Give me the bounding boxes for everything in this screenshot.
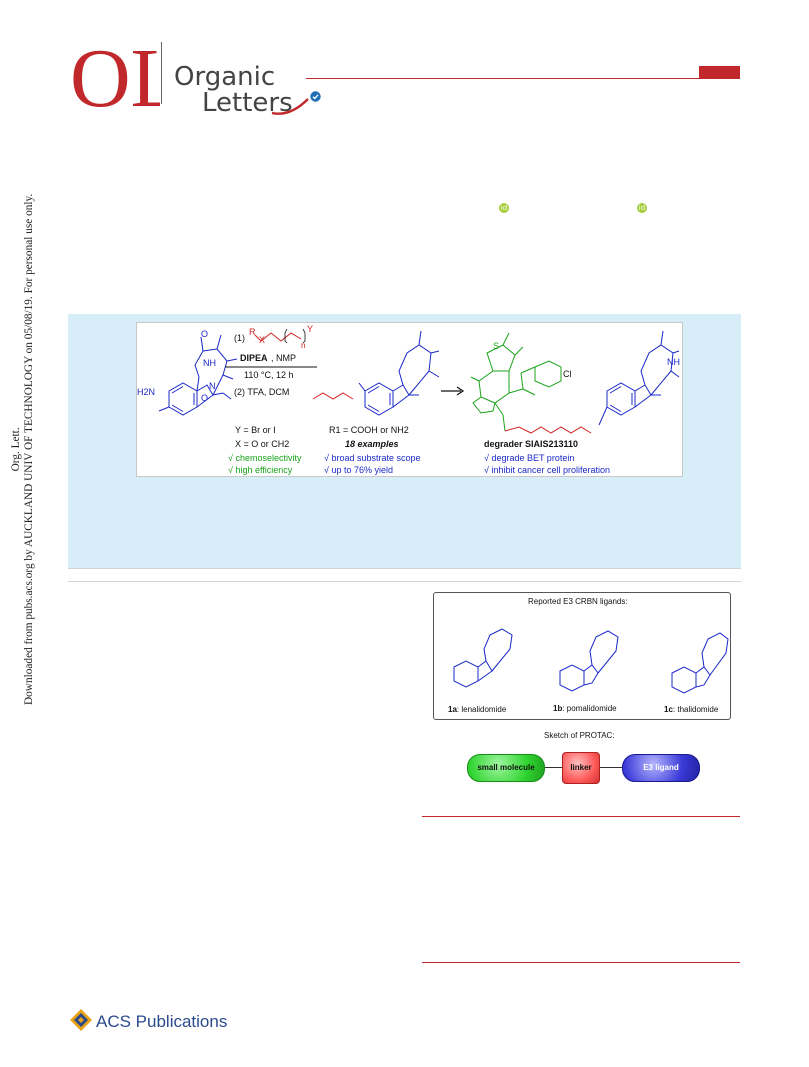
- reagent-y: Y: [307, 324, 314, 334]
- thiophene-s: S: [493, 341, 500, 351]
- svg-text:OL: OL: [70, 36, 160, 114]
- ligand-structures: [453, 628, 729, 694]
- step1-label: (1): [234, 333, 245, 343]
- x-condition: X = O or CH2: [235, 439, 290, 449]
- imide-nh-label: NH: [203, 358, 216, 368]
- graphical-abstract: (1) R X Y n DIPEA , NMP 110 °C, 12 h (2)…: [136, 322, 683, 477]
- r1-condition: R1 = COOH or NH2: [329, 425, 409, 435]
- o-label: O: [201, 393, 209, 403]
- y-condition: Y = Br or I: [235, 425, 276, 435]
- ligand-label-1a: 1a: lenalidomide: [448, 705, 507, 714]
- pill-e3-ligand: E3 ligand: [622, 754, 700, 782]
- section-rule: [422, 962, 740, 963]
- pill-small-molecule: small molecule: [467, 754, 545, 782]
- examples-count: 18 examples: [345, 439, 399, 449]
- dipea-label: DIPEA: [240, 353, 268, 363]
- header-red-block: [699, 66, 740, 78]
- pill-linker: linker: [562, 752, 600, 784]
- journal-logo-ol: OL: [70, 36, 160, 114]
- reagent-chain: [254, 328, 306, 343]
- ligand-label-1b: 1b: pomalidomide: [553, 704, 617, 713]
- check-badge-icon: [310, 91, 321, 102]
- download-line: Downloaded from pubs.acs.org by AUCKLAND…: [23, 193, 35, 705]
- journal-name-line1: Organic: [174, 62, 276, 92]
- right-bullet: √ degrade BET protein: [484, 453, 575, 463]
- chloro-label: Cl: [563, 369, 572, 379]
- logo-divider: [161, 42, 162, 104]
- carbonyl-o-label: O: [201, 329, 209, 339]
- reaction-scheme: [158, 330, 680, 434]
- right-bullet: √ inhibit cancer cell proliferation: [484, 465, 610, 475]
- acs-logo-icon: [70, 1009, 92, 1031]
- mid-bullet: √ up to 76% yield: [324, 465, 393, 475]
- figure-title: Reported E3 CRBN ligands:: [528, 597, 628, 606]
- amine-label: H2N: [137, 387, 156, 397]
- reagent-n: n: [301, 341, 306, 350]
- temperature-label: 110 °C, 12 h: [244, 370, 294, 380]
- left-bullet: √ chemoselectivity: [228, 453, 302, 463]
- figure-crbn-ligands: Reported E3 CRBN ligands: 1a: lenalidomi…: [433, 592, 731, 720]
- imide-nh-label: NH: [667, 357, 680, 367]
- header-rule: [306, 78, 740, 79]
- reagent-r: R: [249, 327, 256, 337]
- ligand-label-1c: 1c: thalidomide: [664, 705, 719, 714]
- nmp-label: , NMP: [271, 353, 297, 363]
- download-notice: Org. Lett. Downloaded from pubs.acs.org …: [10, 194, 36, 705]
- logo-swoosh: [271, 98, 309, 115]
- degrader-name: degrader SIAIS213110: [484, 439, 579, 449]
- journal-name-line2: Letters: [202, 88, 293, 118]
- mid-bullet: √ broad substrate scope: [324, 453, 421, 463]
- step2-label: (2) TFA, DCM: [234, 387, 290, 397]
- abstract-bottom-rule: [68, 568, 741, 582]
- n-label: N: [209, 381, 216, 391]
- connector-left: [540, 767, 562, 768]
- publisher-name: ACS Publications: [96, 1012, 228, 1031]
- sketch-title: Sketch of PROTAC:: [544, 731, 615, 740]
- connector-right: [598, 767, 622, 768]
- orcid-icon[interactable]: id: [499, 203, 509, 213]
- journal-abbrev: Org. Lett.: [10, 427, 22, 472]
- section-rule: [422, 816, 740, 817]
- left-bullet: √ high efficiency: [228, 465, 293, 475]
- orcid-icon[interactable]: id: [637, 203, 647, 213]
